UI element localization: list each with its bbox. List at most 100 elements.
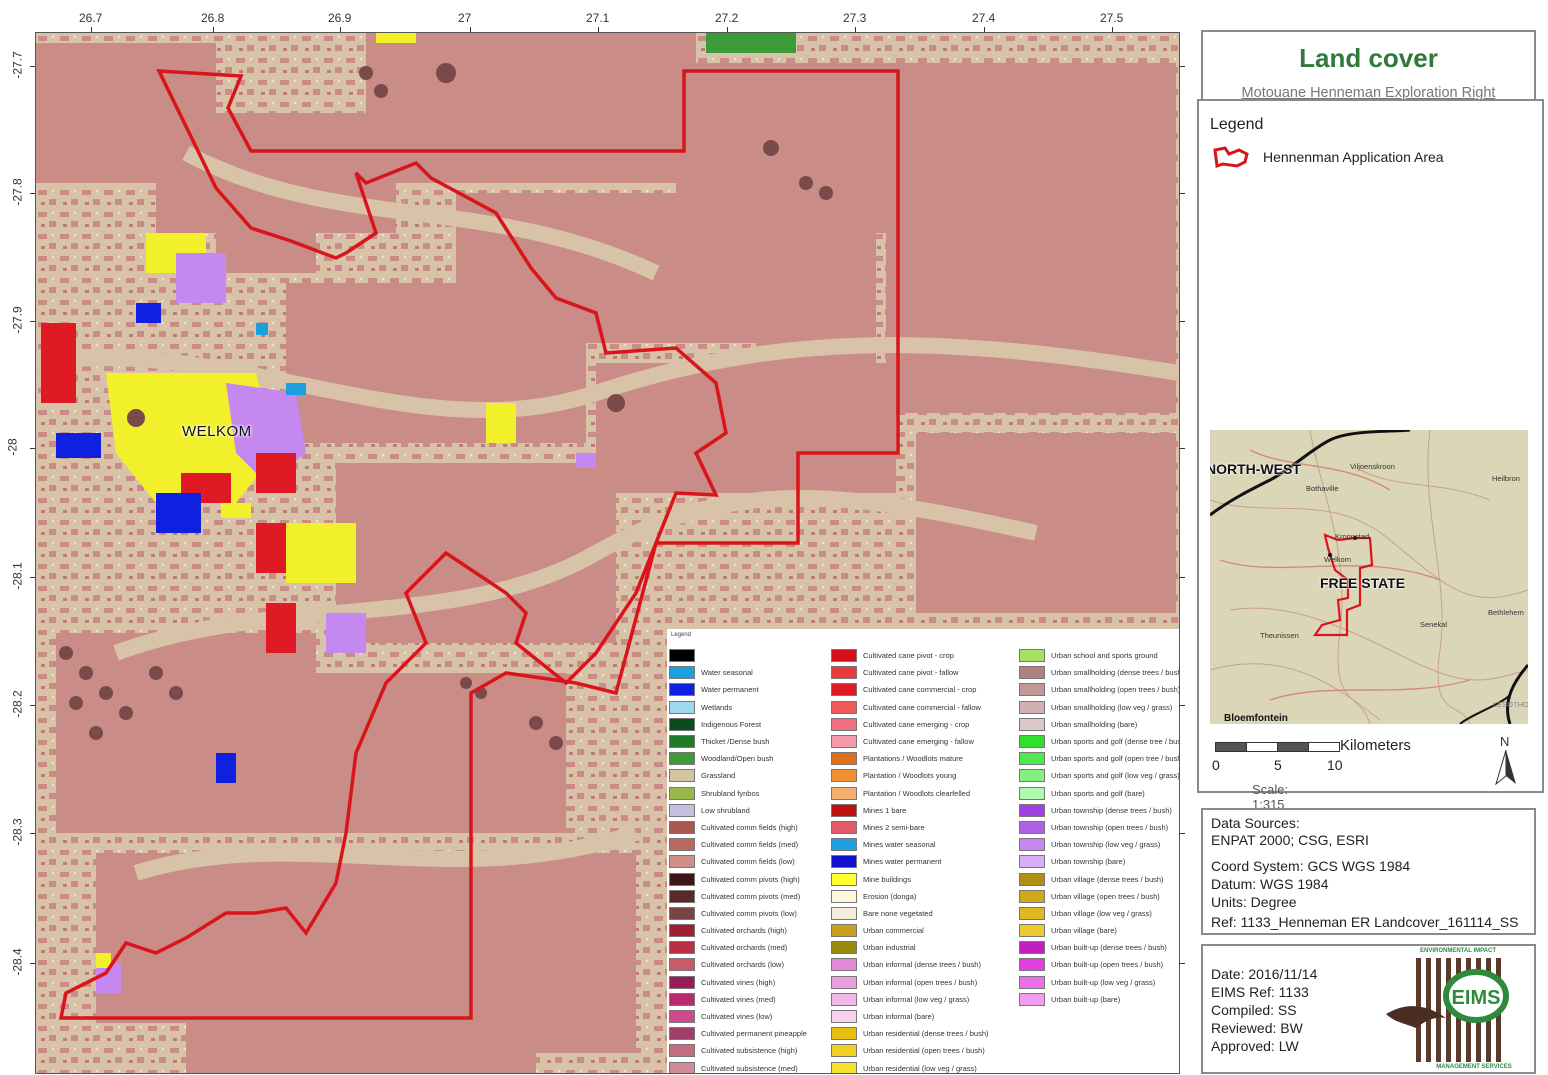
land-cover-label: Urban commercial bbox=[863, 926, 924, 936]
land-cover-legend-item: Water permanent bbox=[669, 681, 807, 698]
land-cover-swatch bbox=[1019, 649, 1045, 663]
land-cover-swatch bbox=[831, 803, 857, 817]
land-cover-label: Cultivated cane emerging - fallow bbox=[863, 737, 974, 747]
land-cover-swatch bbox=[831, 958, 857, 972]
land-cover-swatch bbox=[831, 975, 857, 989]
land-cover-map bbox=[36, 33, 1179, 1073]
land-cover-label: Cultivated vines (high) bbox=[701, 977, 776, 987]
land-cover-swatch bbox=[669, 1027, 695, 1041]
land-cover-legend-item: Cultivated subsistence (med) bbox=[669, 1060, 807, 1073]
land-cover-label: Urban built-up (bare) bbox=[1051, 994, 1121, 1004]
info-reviewed: Reviewed: BW bbox=[1211, 1020, 1303, 1036]
land-cover-legend-item: Urban smallholding (bare) bbox=[1019, 716, 1179, 733]
land-cover-label: Cultivated vines (low) bbox=[701, 1012, 773, 1022]
land-cover-legend-item: Cultivated cane pivot - fallow bbox=[831, 664, 988, 681]
land-cover-legend-item: Urban sports and golf (dense tree / bush… bbox=[1019, 733, 1179, 750]
latitude-tick-label: -28.1 bbox=[10, 562, 25, 590]
land-cover-legend-item: Cultivated vines (med) bbox=[669, 991, 807, 1008]
land-cover-legend-item: Cultivated cane emerging - fallow bbox=[831, 733, 988, 750]
land-cover-swatch bbox=[831, 683, 857, 697]
longitude-tick-label: 27.2 bbox=[715, 11, 739, 25]
land-cover-label: Cultivated comm pivots (low) bbox=[701, 908, 797, 918]
land-cover-legend-item: Cultivated orchards (high) bbox=[669, 922, 807, 939]
land-cover-label: Urban sports and golf (open tree / bush) bbox=[1051, 754, 1180, 764]
right-tick-mark bbox=[1179, 963, 1185, 964]
land-cover-swatch bbox=[831, 1027, 857, 1041]
land-cover-legend-item: Cultivated cane commercial - fallow bbox=[831, 699, 988, 716]
land-cover-legend-title: Legend bbox=[671, 632, 692, 638]
land-cover-legend-item: Mines water seasonal bbox=[831, 836, 988, 853]
land-cover-legend-item: Thicket /Dense bush bbox=[669, 733, 807, 750]
longitude-tick-label: 26.8 bbox=[201, 11, 225, 25]
reference: Ref: 1133_Henneman ER Landcover_161114_S… bbox=[1211, 914, 1519, 930]
land-cover-swatch bbox=[1019, 717, 1045, 731]
longitude-tick-label: 26.7 bbox=[79, 11, 103, 25]
north-letter: N bbox=[1500, 734, 1510, 749]
right-tick-mark bbox=[1179, 66, 1185, 67]
latitude-tick-mark bbox=[30, 705, 35, 706]
land-cover-swatch bbox=[669, 975, 695, 989]
land-cover-label: Urban village (dense trees / bush) bbox=[1051, 874, 1164, 884]
land-cover-label: Mines water permanent bbox=[863, 857, 942, 867]
land-cover-swatch bbox=[831, 1061, 857, 1073]
land-cover-swatch bbox=[669, 803, 695, 817]
info-date: Date: 2016/11/14 bbox=[1211, 966, 1318, 982]
land-cover-label: Cultivated comm pivots (high) bbox=[701, 874, 800, 884]
latitude-tick-label: -28.4 bbox=[10, 948, 25, 976]
land-cover-legend-item: Urban built-up (dense trees / bush) bbox=[1019, 939, 1179, 956]
land-cover-label: Cultivated vines (med) bbox=[701, 994, 776, 1004]
land-cover-legend-item: Low shrubland bbox=[669, 802, 807, 819]
land-cover-legend-item: Urban sports and golf (bare) bbox=[1019, 785, 1179, 802]
land-cover-label: Plantations / Woodlots mature bbox=[863, 754, 963, 764]
legend-entry-label: Hennenman Application Area bbox=[1263, 149, 1444, 165]
land-cover-swatch bbox=[669, 683, 695, 697]
latitude-tick-label: -27.9 bbox=[10, 306, 25, 334]
land-cover-legend-item: Cultivated comm pivots (high) bbox=[669, 870, 807, 887]
inset-town-welkom: Welkom bbox=[1324, 555, 1351, 564]
inset-city-bloemfontein: Bloemfontein bbox=[1224, 713, 1288, 724]
longitude-tick-label: 27 bbox=[458, 11, 472, 25]
land-cover-legend-item: Urban residential (low veg / grass) bbox=[831, 1060, 988, 1073]
land-cover-swatch bbox=[831, 906, 857, 920]
land-cover-legend-item: Urban township (open trees / bush) bbox=[1019, 819, 1179, 836]
land-cover-label: Urban informal (dense trees / bush) bbox=[863, 960, 981, 970]
land-cover-swatch bbox=[669, 906, 695, 920]
land-cover-swatch bbox=[1019, 838, 1045, 852]
latitude-tick-label: -27.7 bbox=[10, 51, 25, 79]
land-cover-legend-item: Plantations / Woodlots mature bbox=[831, 750, 988, 767]
longitude-tick-mark bbox=[855, 27, 856, 32]
coord-system: Coord System: GCS WGS 1984 bbox=[1211, 858, 1411, 874]
land-cover-swatch bbox=[669, 649, 695, 663]
land-cover-label: Cultivated cane emerging - crop bbox=[863, 719, 970, 729]
sources-list: ENPAT 2000; CSG, ESRI bbox=[1211, 832, 1369, 848]
inset-country-lesotho: LESOTHO bbox=[1493, 700, 1528, 709]
land-cover-legend-item: Cultivated cane pivot - crop bbox=[831, 647, 988, 664]
land-cover-label: Cultivated subsistence (med) bbox=[701, 1063, 798, 1073]
land-cover-legend-item: Shrubland fynbos bbox=[669, 785, 807, 802]
land-cover-legend-item: Cultivated vines (high) bbox=[669, 974, 807, 991]
scale-number-5: 5 bbox=[1274, 757, 1282, 773]
longitude-tick-mark bbox=[470, 27, 471, 32]
land-cover-legend-item: Urban smallholding (open trees / bush) bbox=[1019, 681, 1179, 698]
land-cover-label: Urban residential (dense trees / bush) bbox=[863, 1029, 989, 1039]
right-tick-mark bbox=[1179, 577, 1185, 578]
land-cover-legend-item: Mine buildings bbox=[831, 870, 988, 887]
land-cover-label: Cultivated orchards (low) bbox=[701, 960, 784, 970]
inset-town-kroonstad: Kroonstad bbox=[1335, 532, 1370, 541]
inset-town-bethlehem: Bethlehem bbox=[1488, 608, 1524, 617]
title-box: Land cover Motouane Henneman Exploration… bbox=[1201, 30, 1536, 104]
land-cover-legend-item: Urban residential (open trees / bush) bbox=[831, 1042, 988, 1059]
inset-town-viljoenskroon: Viljoenskroon bbox=[1350, 462, 1395, 471]
inset-location-map[interactable]: NORTH-WEST FREE STATE Viljoenskroon Both… bbox=[1210, 430, 1528, 724]
land-cover-swatch bbox=[669, 820, 695, 834]
land-cover-legend-item: Cultivated cane commercial - crop bbox=[831, 681, 988, 698]
land-cover-label: Urban township (low veg / grass) bbox=[1051, 840, 1161, 850]
info-ref: EIMS Ref: 1133 bbox=[1211, 984, 1309, 1000]
land-cover-label: Urban township (bare) bbox=[1051, 857, 1126, 867]
land-cover-label: Urban informal (low veg / grass) bbox=[863, 994, 970, 1004]
land-cover-legend-item: Urban built-up (bare) bbox=[1019, 991, 1179, 1008]
